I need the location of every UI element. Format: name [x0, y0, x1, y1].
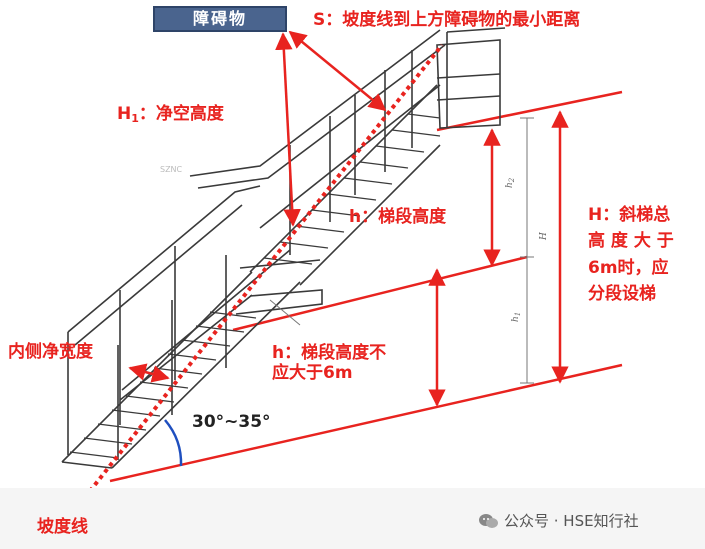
- h1-sub: 1: [131, 112, 139, 125]
- total-height-note: H：斜梯总 高 度 大 于 6m时，应 分段设梯: [588, 202, 674, 307]
- slope-line: [73, 43, 444, 512]
- h1-clearance-arrow: [275, 32, 301, 227]
- h1-clearance-label: H1：净空高度: [117, 104, 224, 125]
- watermark: 公众号 · HSE知行社: [478, 510, 639, 531]
- total-height-line2: 高 度 大 于: [588, 231, 674, 252]
- stair-structure: [61, 27, 506, 469]
- obstacle-box: 障碍物: [153, 6, 287, 32]
- slope-line-label: 坡度线: [37, 517, 88, 537]
- inner-width-label: 内侧净宽度: [8, 342, 93, 362]
- mark-h-bottom: h1: [511, 312, 522, 322]
- flight-height-note-line1: h：梯段高度不: [272, 343, 387, 363]
- flight-height-note-line2: 应大于6m: [272, 363, 353, 384]
- reference-lines: [109, 90, 623, 483]
- inner-width-arrow: [128, 363, 170, 383]
- footer-band: [0, 488, 705, 549]
- flight-height-label: h：梯段高度: [349, 207, 447, 227]
- total-height-line1: H：斜梯总: [588, 205, 671, 225]
- stair-treads: [69, 113, 441, 459]
- total-height-line4: 分段设梯: [588, 284, 656, 305]
- wechat-icon: [479, 514, 498, 528]
- stamp-mark: SZNC: [160, 165, 183, 174]
- s-distance-arrow: [288, 30, 387, 112]
- dimension-marks: [269, 117, 534, 384]
- angle-label: 30°~35°: [192, 412, 271, 432]
- angle-arc: [164, 419, 183, 467]
- flight-height-note: h：梯段高度不 应大于6m: [272, 343, 386, 384]
- total-height-line3: 6m时，应: [588, 257, 669, 278]
- h1-main: H: [117, 104, 132, 124]
- watermark-text: 公众号 · HSE知行社: [504, 512, 639, 530]
- mark-H-total: H: [539, 232, 549, 241]
- h1-rest: ：净空高度: [138, 104, 224, 124]
- mark-h-top: h2: [505, 177, 516, 188]
- s-distance-label: S：坡度线到上方障碍物的最小距离: [313, 10, 581, 30]
